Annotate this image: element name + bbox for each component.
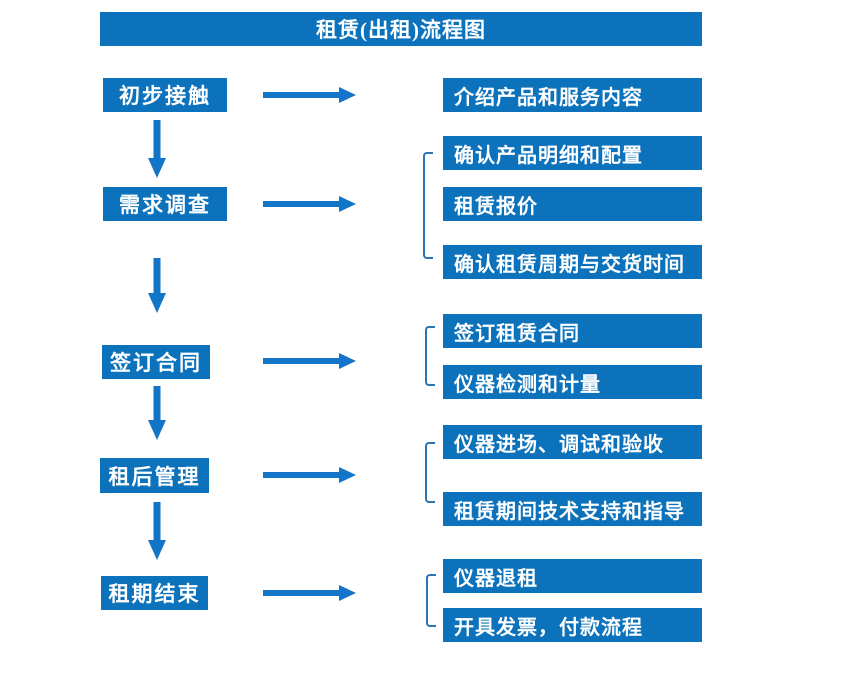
detail-box-invoice-payment: 开具发票，付款流程	[443, 608, 702, 642]
detail-box-instrument-testing: 仪器检测和计量	[443, 365, 702, 399]
arrow-down-icon	[148, 502, 166, 560]
step-box-rental-end: 租期结束	[101, 576, 208, 610]
arrow-down-icon	[148, 386, 166, 440]
detail-box-confirm-rental-period: 确认租赁周期与交货时间	[443, 245, 702, 279]
step-label: 需求调查	[119, 193, 211, 217]
arrow-down-icon	[148, 258, 166, 313]
detail-label: 租赁报价	[454, 195, 538, 218]
detail-box-sign-rental-contract: 签订租赁合同	[443, 314, 702, 348]
detail-label: 开具发票，付款流程	[454, 616, 643, 639]
detail-label: 仪器检测和计量	[454, 373, 601, 396]
arrow-right-icon	[263, 196, 356, 212]
detail-label: 介绍产品和服务内容	[454, 86, 643, 109]
arrow-right-icon	[263, 87, 356, 103]
arrow-right-icon	[263, 353, 356, 369]
detail-label: 确认租赁周期与交货时间	[454, 253, 685, 276]
detail-box-rental-quote: 租赁报价	[443, 187, 702, 221]
step-label: 租后管理	[108, 464, 201, 489]
group-bracket-icon	[423, 152, 433, 259]
step-label: 初步接触	[119, 84, 211, 108]
step-label: 租期结束	[108, 582, 201, 606]
detail-label: 仪器进场、调试和验收	[454, 433, 664, 456]
chart-title: 租赁(出租)流程图	[316, 18, 486, 42]
detail-label: 签订租赁合同	[454, 322, 580, 345]
arrow-down-icon	[148, 120, 166, 178]
step-box-sign-contract: 签订合同	[102, 345, 210, 379]
step-label: 签订合同	[110, 351, 202, 375]
step-box-post-rental-management: 租后管理	[100, 458, 209, 493]
chart-title-bar: 租赁(出租)流程图	[100, 12, 702, 46]
step-box-demand-survey: 需求调查	[103, 187, 227, 221]
step-box-initial-contact: 初步接触	[103, 78, 227, 112]
detail-box-confirm-product-details: 确认产品明细和配置	[443, 136, 702, 170]
detail-label: 租赁期间技术支持和指导	[454, 500, 685, 523]
detail-box-instrument-return: 仪器退租	[443, 559, 702, 593]
arrow-right-icon	[263, 467, 356, 483]
detail-box-technical-support: 租赁期间技术支持和指导	[443, 492, 702, 526]
detail-label: 确认产品明细和配置	[454, 144, 643, 167]
detail-box-introduce-products: 介绍产品和服务内容	[443, 78, 702, 112]
group-bracket-icon	[425, 442, 435, 503]
arrow-right-icon	[263, 585, 356, 601]
group-bracket-icon	[425, 326, 435, 386]
detail-label: 仪器退租	[454, 567, 538, 590]
detail-box-instrument-setup: 仪器进场、调试和验收	[443, 425, 702, 459]
group-bracket-icon	[426, 574, 436, 627]
